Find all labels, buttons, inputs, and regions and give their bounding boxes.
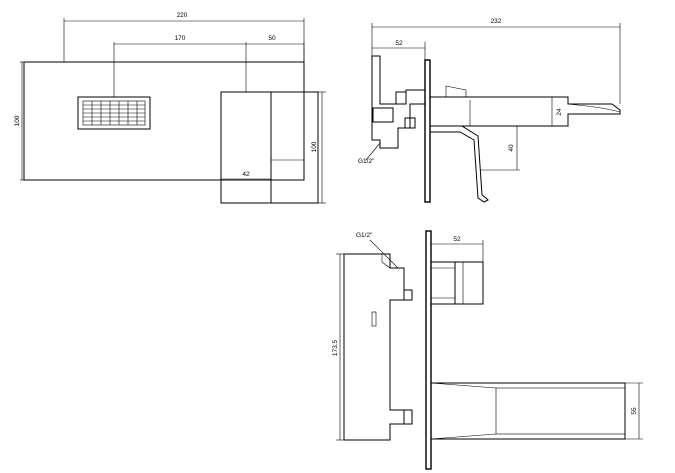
top-wall-plate [425, 230, 432, 470]
dim-label-50: 50 [268, 35, 276, 42]
side-concealed-body [371, 55, 426, 149]
side-spout [430, 96, 621, 127]
dim-label-55: 55 [631, 407, 638, 415]
dim-label-100-right: 100 [311, 141, 318, 152]
top-view: G1/2" 52 173.5 55 [332, 230, 643, 470]
dim-label-24: 24 [556, 108, 563, 116]
dim-spout-lever-offsets: 170 50 [113, 35, 305, 97]
dim-label-232: 232 [491, 18, 502, 25]
dim-body-length: 173.5 [332, 253, 344, 441]
side-top-plate-lip [445, 85, 467, 98]
front-handle-body [220, 91, 319, 204]
dim-lever-length: 40 [480, 126, 520, 171]
top-nut-upper [403, 289, 413, 301]
top-spout [430, 382, 626, 440]
dim-label-173-5: 173.5 [332, 339, 339, 356]
dim-handle-height: 100 [311, 91, 326, 204]
top-concealed-body [343, 253, 405, 441]
thread-label-top: G1/2" [356, 232, 373, 239]
dim-label-170: 170 [175, 35, 186, 42]
dim-spout-width: 55 [625, 382, 643, 440]
dim-handle-width: 42 [221, 171, 271, 180]
dim-label-52-top: 52 [453, 236, 461, 243]
top-handle-detail [431, 267, 455, 299]
side-nut [404, 117, 416, 129]
dim-handle-depth: 52 [431, 236, 484, 262]
top-spout-outlet [495, 387, 626, 435]
dim-overall-projection: 232 [371, 18, 621, 104]
top-thread-callout: G1/2" [356, 232, 399, 269]
top-body-port [371, 311, 377, 327]
dim-body-depth: 52 [372, 40, 426, 60]
top-nut-lower [403, 409, 413, 425]
top-handle-cap [454, 261, 484, 305]
thread-label-side: G1/2" [358, 158, 375, 165]
dim-label-40: 40 [508, 144, 515, 152]
side-wall-plate [424, 59, 431, 203]
dim-label-42: 42 [242, 171, 250, 178]
dim-label-100-left: 100 [14, 115, 21, 126]
front-aerator-grid [83, 101, 145, 125]
front-handle-lever [220, 91, 272, 204]
side-view: 232 52 24 40 G1/2" [358, 18, 621, 203]
dim-plate-height: 100 [14, 61, 24, 181]
side-spout-lip [567, 103, 621, 113]
front-view: 220 170 50 100 100 42 [14, 12, 326, 204]
side-lever [430, 125, 489, 203]
dim-label-52-side: 52 [395, 40, 403, 47]
side-inlet-block [372, 107, 394, 123]
side-cartridge [395, 91, 407, 105]
side-thread-callout: G1/2" [358, 142, 381, 165]
dim-spout-height: 24 [551, 97, 563, 126]
dim-label-220: 220 [177, 12, 188, 19]
front-wall-plate [23, 61, 305, 181]
